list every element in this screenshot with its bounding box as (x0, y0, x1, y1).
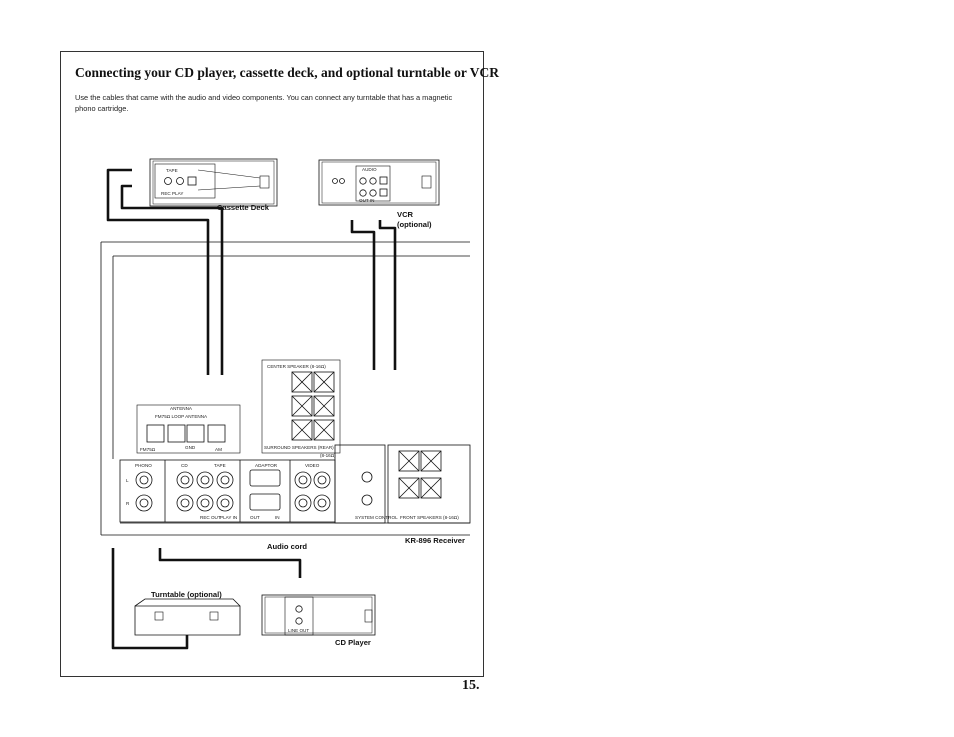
turntable (134, 598, 241, 636)
svg-text:ADAPTOR: ADAPTOR (255, 463, 278, 468)
svg-text:REC PLAY: REC PLAY (161, 191, 183, 196)
page-number: 15. (462, 678, 480, 693)
svg-text:OUT: OUT (250, 515, 260, 520)
intro-paragraph: Use the cables that came with the audio … (75, 93, 453, 113)
svg-text:FM75Ω LOOP ANTENNA: FM75Ω LOOP ANTENNA (155, 414, 208, 419)
svg-text:GND: GND (185, 445, 196, 450)
svg-text:CD: CD (181, 463, 188, 468)
svg-text:VIDEO: VIDEO (305, 463, 320, 468)
svg-text:SURROUND SPEAKERS (REAR): SURROUND SPEAKERS (REAR) (264, 445, 334, 450)
svg-text:CENTER SPEAKER (8-16Ω): CENTER SPEAKER (8-16Ω) (267, 364, 326, 369)
receiver-label: KR-896 Receiver (405, 536, 465, 545)
svg-text:PLAY IN: PLAY IN (220, 515, 237, 520)
svg-text:AM: AM (215, 447, 222, 452)
cables (106, 168, 397, 650)
svg-text:SYSTEM CONTROL: SYSTEM CONTROL (355, 515, 398, 520)
svg-text:AUDIO: AUDIO (362, 167, 377, 172)
vcr (318, 159, 440, 206)
page-frame (60, 51, 484, 677)
svg-text:(8-16Ω): (8-16Ω) (320, 453, 336, 458)
svg-text:TAPE: TAPE (166, 168, 178, 173)
svg-text:L: L (126, 478, 129, 483)
cassette-deck-label: Cassette Deck (217, 203, 270, 212)
vcr-label: VCR (397, 210, 414, 219)
cd-player-label: CD Player (335, 638, 371, 647)
page-title: Connecting your CD player, cassette deck… (75, 65, 500, 80)
svg-text:FRONT SPEAKERS (8-16Ω): FRONT SPEAKERS (8-16Ω) (400, 515, 459, 520)
svg-text:TAPE: TAPE (214, 463, 226, 468)
svg-text:ANTENNA: ANTENNA (170, 406, 193, 411)
audio-cord-label: Audio cord (267, 542, 307, 551)
svg-text:OUT IN: OUT IN (359, 198, 374, 203)
cassette-deck (149, 158, 278, 207)
svg-text:LINE OUT: LINE OUT (288, 628, 309, 633)
svg-text:FM75Ω: FM75Ω (140, 447, 156, 452)
svg-text:PHONO: PHONO (135, 463, 152, 468)
svg-text:R: R (126, 501, 130, 506)
turntable-label: Turntable (optional) (151, 590, 222, 599)
svg-text:REC OUT: REC OUT (200, 515, 221, 520)
vcr-optional-label: (optional) (397, 220, 432, 229)
receiver (100, 241, 471, 536)
svg-text:IN: IN (275, 515, 280, 520)
cd-player (261, 594, 376, 636)
